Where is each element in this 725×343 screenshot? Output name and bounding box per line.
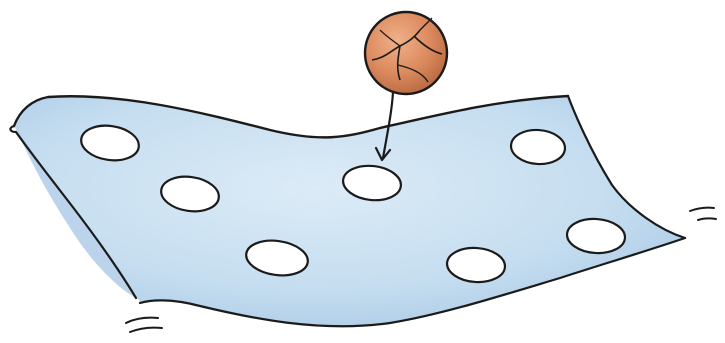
motion-mark-right-1 bbox=[690, 208, 714, 211]
ball bbox=[365, 12, 447, 94]
motion-mark-bottom-left-2 bbox=[130, 328, 162, 332]
motion-mark-right-2 bbox=[698, 218, 716, 220]
motion-mark-bottom-left-1 bbox=[126, 318, 158, 323]
